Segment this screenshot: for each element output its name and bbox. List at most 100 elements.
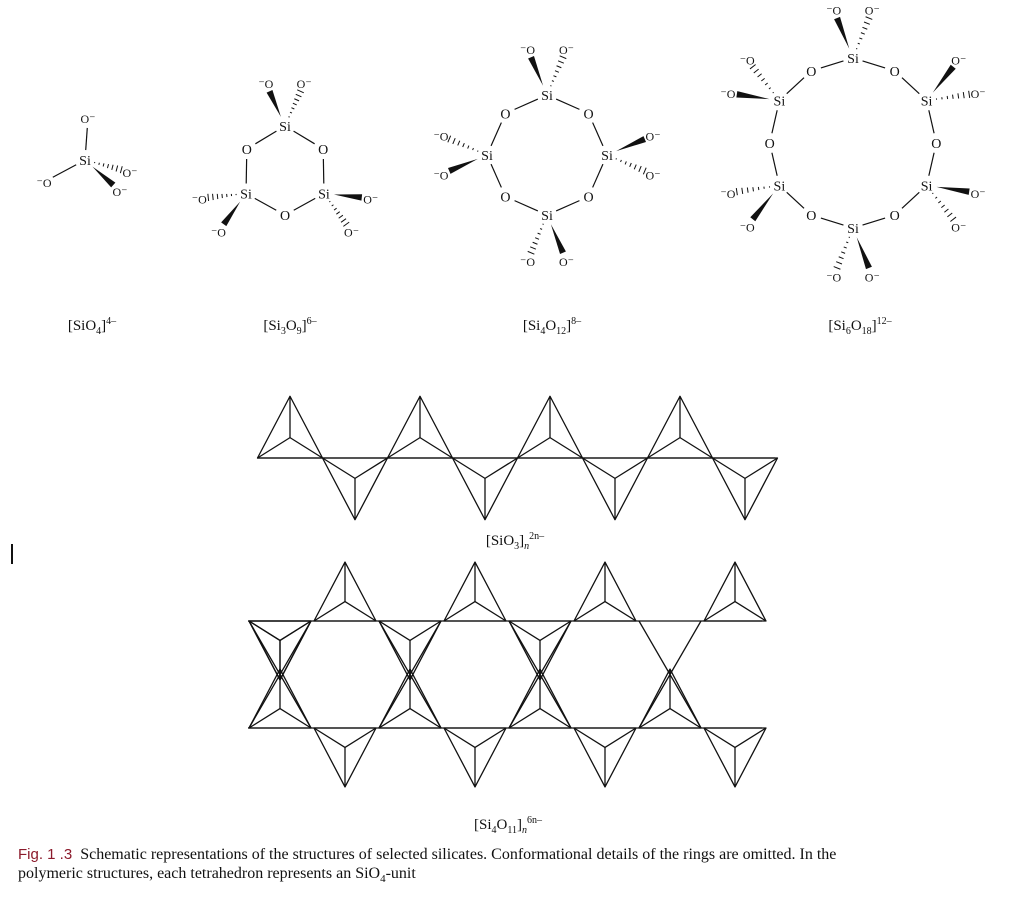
terminal-oxide: O⁻ — [123, 166, 138, 180]
ring-si-o-bond — [862, 60, 886, 69]
sio4-tetrahedron — [321, 457, 389, 521]
ring-si-o-bond — [555, 98, 580, 110]
terminal-oxide: O⁻ — [865, 4, 880, 18]
terminal-oxide: O⁻ — [81, 112, 96, 126]
sio4-tetrahedron — [378, 668, 442, 729]
bridging-oxygen: O — [584, 107, 594, 122]
sio4-tetrahedron — [573, 727, 637, 788]
si-atom: Si — [847, 222, 859, 237]
ring-si-o-bond — [555, 200, 580, 212]
sio4-tetrahedron — [451, 457, 519, 521]
wedge-bond — [221, 201, 241, 227]
sio4-tetrahedron — [313, 727, 377, 788]
terminal-oxide: O⁻ — [363, 192, 378, 206]
ring-si-o-bond — [771, 110, 778, 134]
sio4-tetrahedron — [313, 561, 377, 622]
terminal-oxide: ⁻O — [520, 43, 535, 57]
hashed-bond — [749, 64, 774, 94]
ring-si-o-bond — [514, 98, 539, 110]
hashed-bond — [207, 193, 237, 202]
label-sio4: [SiO4]4– — [67, 316, 117, 337]
bridge-edge — [248, 620, 312, 729]
wedge-bond — [936, 186, 970, 195]
hashed-bond — [833, 236, 851, 270]
hashed-bond — [615, 158, 647, 175]
si-atom: Si — [921, 95, 933, 110]
terminal-oxide: O⁻ — [559, 255, 574, 269]
si-atom: Si — [847, 52, 859, 67]
bridging-oxygen: O — [806, 209, 816, 224]
si-atom: Si — [774, 95, 786, 110]
figure-number: Fig. 1 .3 — [18, 846, 73, 863]
hashed-bond — [550, 55, 567, 87]
wedge-bond — [550, 224, 566, 255]
label-si4o11-chain: [Si4O11]n6n– — [474, 815, 542, 836]
terminal-oxide: ⁻O — [826, 270, 841, 284]
sio4-tetrahedron — [256, 395, 324, 459]
hashed-bond — [935, 90, 971, 100]
wedge-bond — [736, 91, 770, 100]
bridging-oxygen: O — [890, 65, 900, 80]
tetrahedra-chains — [248, 395, 779, 788]
ring-si-o-bond — [928, 110, 935, 134]
ring-si-o-bond — [293, 130, 315, 145]
terminal-oxide: O⁻ — [646, 130, 661, 144]
ring-si-o-bond — [862, 217, 886, 226]
si-o-bond — [85, 127, 88, 151]
hashed-bond — [735, 186, 771, 196]
terminal-oxide: ⁻O — [740, 220, 755, 234]
caption-line-2: polymeric structures, each tetrahedron r… — [18, 865, 416, 886]
ring-si-o-bond — [771, 152, 778, 176]
si-atom: Si — [240, 188, 252, 203]
bridging-oxygen: O — [806, 65, 816, 80]
sio4-tetrahedron — [443, 561, 507, 622]
label-si6o18: [Si6O18]12– — [828, 316, 892, 337]
terminal-oxide: O⁻ — [559, 43, 574, 57]
si-atom: Si — [279, 120, 291, 135]
ring-si-o-bond — [820, 217, 844, 226]
sio4-tetrahedron — [516, 395, 584, 459]
bridging-oxygen: O — [765, 137, 775, 152]
terminal-oxide: O⁻ — [971, 87, 986, 101]
sio4-tetrahedron — [711, 457, 779, 521]
sio4-tetrahedron — [248, 668, 312, 729]
sio4-tetrahedron — [581, 457, 649, 521]
terminal-oxide: ⁻O — [520, 255, 535, 269]
hashed-bond — [932, 192, 957, 222]
sio4-tetrahedron — [378, 620, 442, 681]
si-atom: Si — [601, 149, 613, 164]
si-atom: Si — [921, 180, 933, 195]
ring-si-o-bond — [592, 163, 604, 188]
terminal-oxide: ⁻O — [433, 168, 448, 182]
si-o-bond — [52, 164, 77, 178]
wedge-bond — [92, 166, 116, 188]
terminal-oxide: O⁻ — [971, 187, 986, 201]
terminal-oxide: O⁻ — [951, 220, 966, 234]
si-atom: Si — [79, 154, 91, 169]
ring-si-o-bond — [928, 152, 935, 176]
sio4-tetrahedron — [703, 561, 767, 622]
wedge-bond — [750, 193, 774, 222]
label-si3o9: [Si3O9]6– — [263, 316, 317, 337]
bridging-oxygen: O — [500, 107, 510, 122]
ring-si-o-bond — [255, 130, 277, 145]
ring-si-o-bond — [254, 197, 277, 211]
sio4-tetrahedron — [703, 727, 767, 788]
sio4-tetrahedron — [386, 395, 454, 459]
wedge-bond — [834, 16, 850, 49]
terminal-oxide: O⁻ — [297, 77, 312, 91]
hashed-bond — [288, 89, 304, 118]
bridging-oxygen: O — [890, 209, 900, 224]
bridge-edge — [378, 620, 442, 729]
si-atom: Si — [774, 180, 786, 195]
terminal-oxide: ⁻O — [37, 176, 52, 190]
wedge-bond — [447, 158, 478, 174]
terminal-oxide: ⁻O — [192, 192, 207, 206]
wedge-bond — [932, 64, 956, 93]
wedge-bond — [266, 89, 281, 117]
terminal-oxide: ⁻O — [740, 54, 755, 68]
wedge-bond — [333, 194, 363, 201]
hashed-bond — [855, 16, 873, 50]
